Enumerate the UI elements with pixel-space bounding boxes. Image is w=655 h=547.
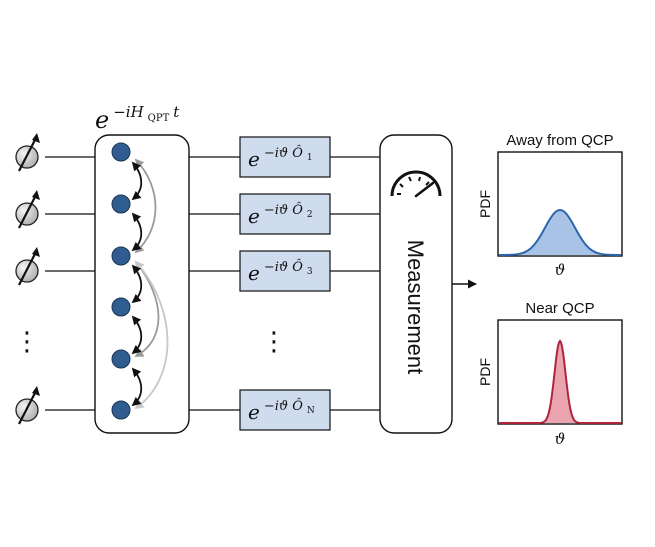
svg-text:e −iϑ Ô: e −iϑ Ô N xyxy=(248,397,315,424)
plot-ylabel: PDF xyxy=(477,190,493,218)
lattice-node xyxy=(111,142,131,162)
gauge-icon xyxy=(390,170,442,198)
svg-text:e −iϑ Ô: e −iϑ Ô 3 xyxy=(248,258,313,285)
spin-qubits xyxy=(15,133,40,425)
encoding-gates: e −iϑ Ô 1 e −iϑ Ô 2 e −iϑ Ô 3 xyxy=(239,136,331,431)
pdf-plot-near: Near QCP PDF ϑ xyxy=(477,300,623,448)
spin-ellipsis: ⋮ xyxy=(14,326,40,356)
pdf-curve xyxy=(499,339,621,424)
pdf-curve-fill xyxy=(499,341,621,423)
plot-ylabel: PDF xyxy=(477,358,493,386)
plot-xlabel: ϑ xyxy=(555,261,566,279)
coupling-arcs-long xyxy=(134,158,169,410)
qubit-wires xyxy=(45,156,380,411)
spin-arrow-icon xyxy=(15,190,40,229)
evolution-operator-label: e −iH QPT t xyxy=(95,103,180,134)
lattice-nodes xyxy=(111,142,131,420)
plot-xlabel: ϑ xyxy=(555,430,566,448)
encoding-gate-3: e −iϑ Ô 3 xyxy=(239,250,331,292)
pdf-curve xyxy=(498,208,622,256)
plot-title: Away from QCP xyxy=(506,132,613,149)
spin-arrow-icon xyxy=(15,133,40,172)
encoding-gate-n: e −iϑ Ô N xyxy=(239,389,331,431)
lattice-node xyxy=(111,400,131,420)
pdf-plot-away: Away from QCP PDF ϑ xyxy=(477,132,623,279)
coupling-arcs-short xyxy=(131,161,143,407)
lattice-node xyxy=(111,349,131,369)
spin-arrow-icon xyxy=(15,386,40,425)
lattice-node xyxy=(111,194,131,214)
spin-arrow-icon xyxy=(15,247,40,286)
encoding-gate-1: e −iϑ Ô 1 xyxy=(239,136,331,178)
plot-title: Near QCP xyxy=(525,300,594,317)
lattice-node xyxy=(111,246,131,266)
lattice-node xyxy=(111,297,131,317)
svg-text:e −iϑ Ô: e −iϑ Ô 1 xyxy=(248,144,313,171)
measurement-label: Measurement xyxy=(403,240,428,375)
gate-ellipsis: ⋮ xyxy=(261,326,287,356)
pdf-curve-fill xyxy=(499,210,621,255)
encoding-gate-2: e −iϑ Ô 2 xyxy=(239,193,331,235)
svg-text:e −iϑ Ô: e −iϑ Ô 2 xyxy=(248,201,313,228)
